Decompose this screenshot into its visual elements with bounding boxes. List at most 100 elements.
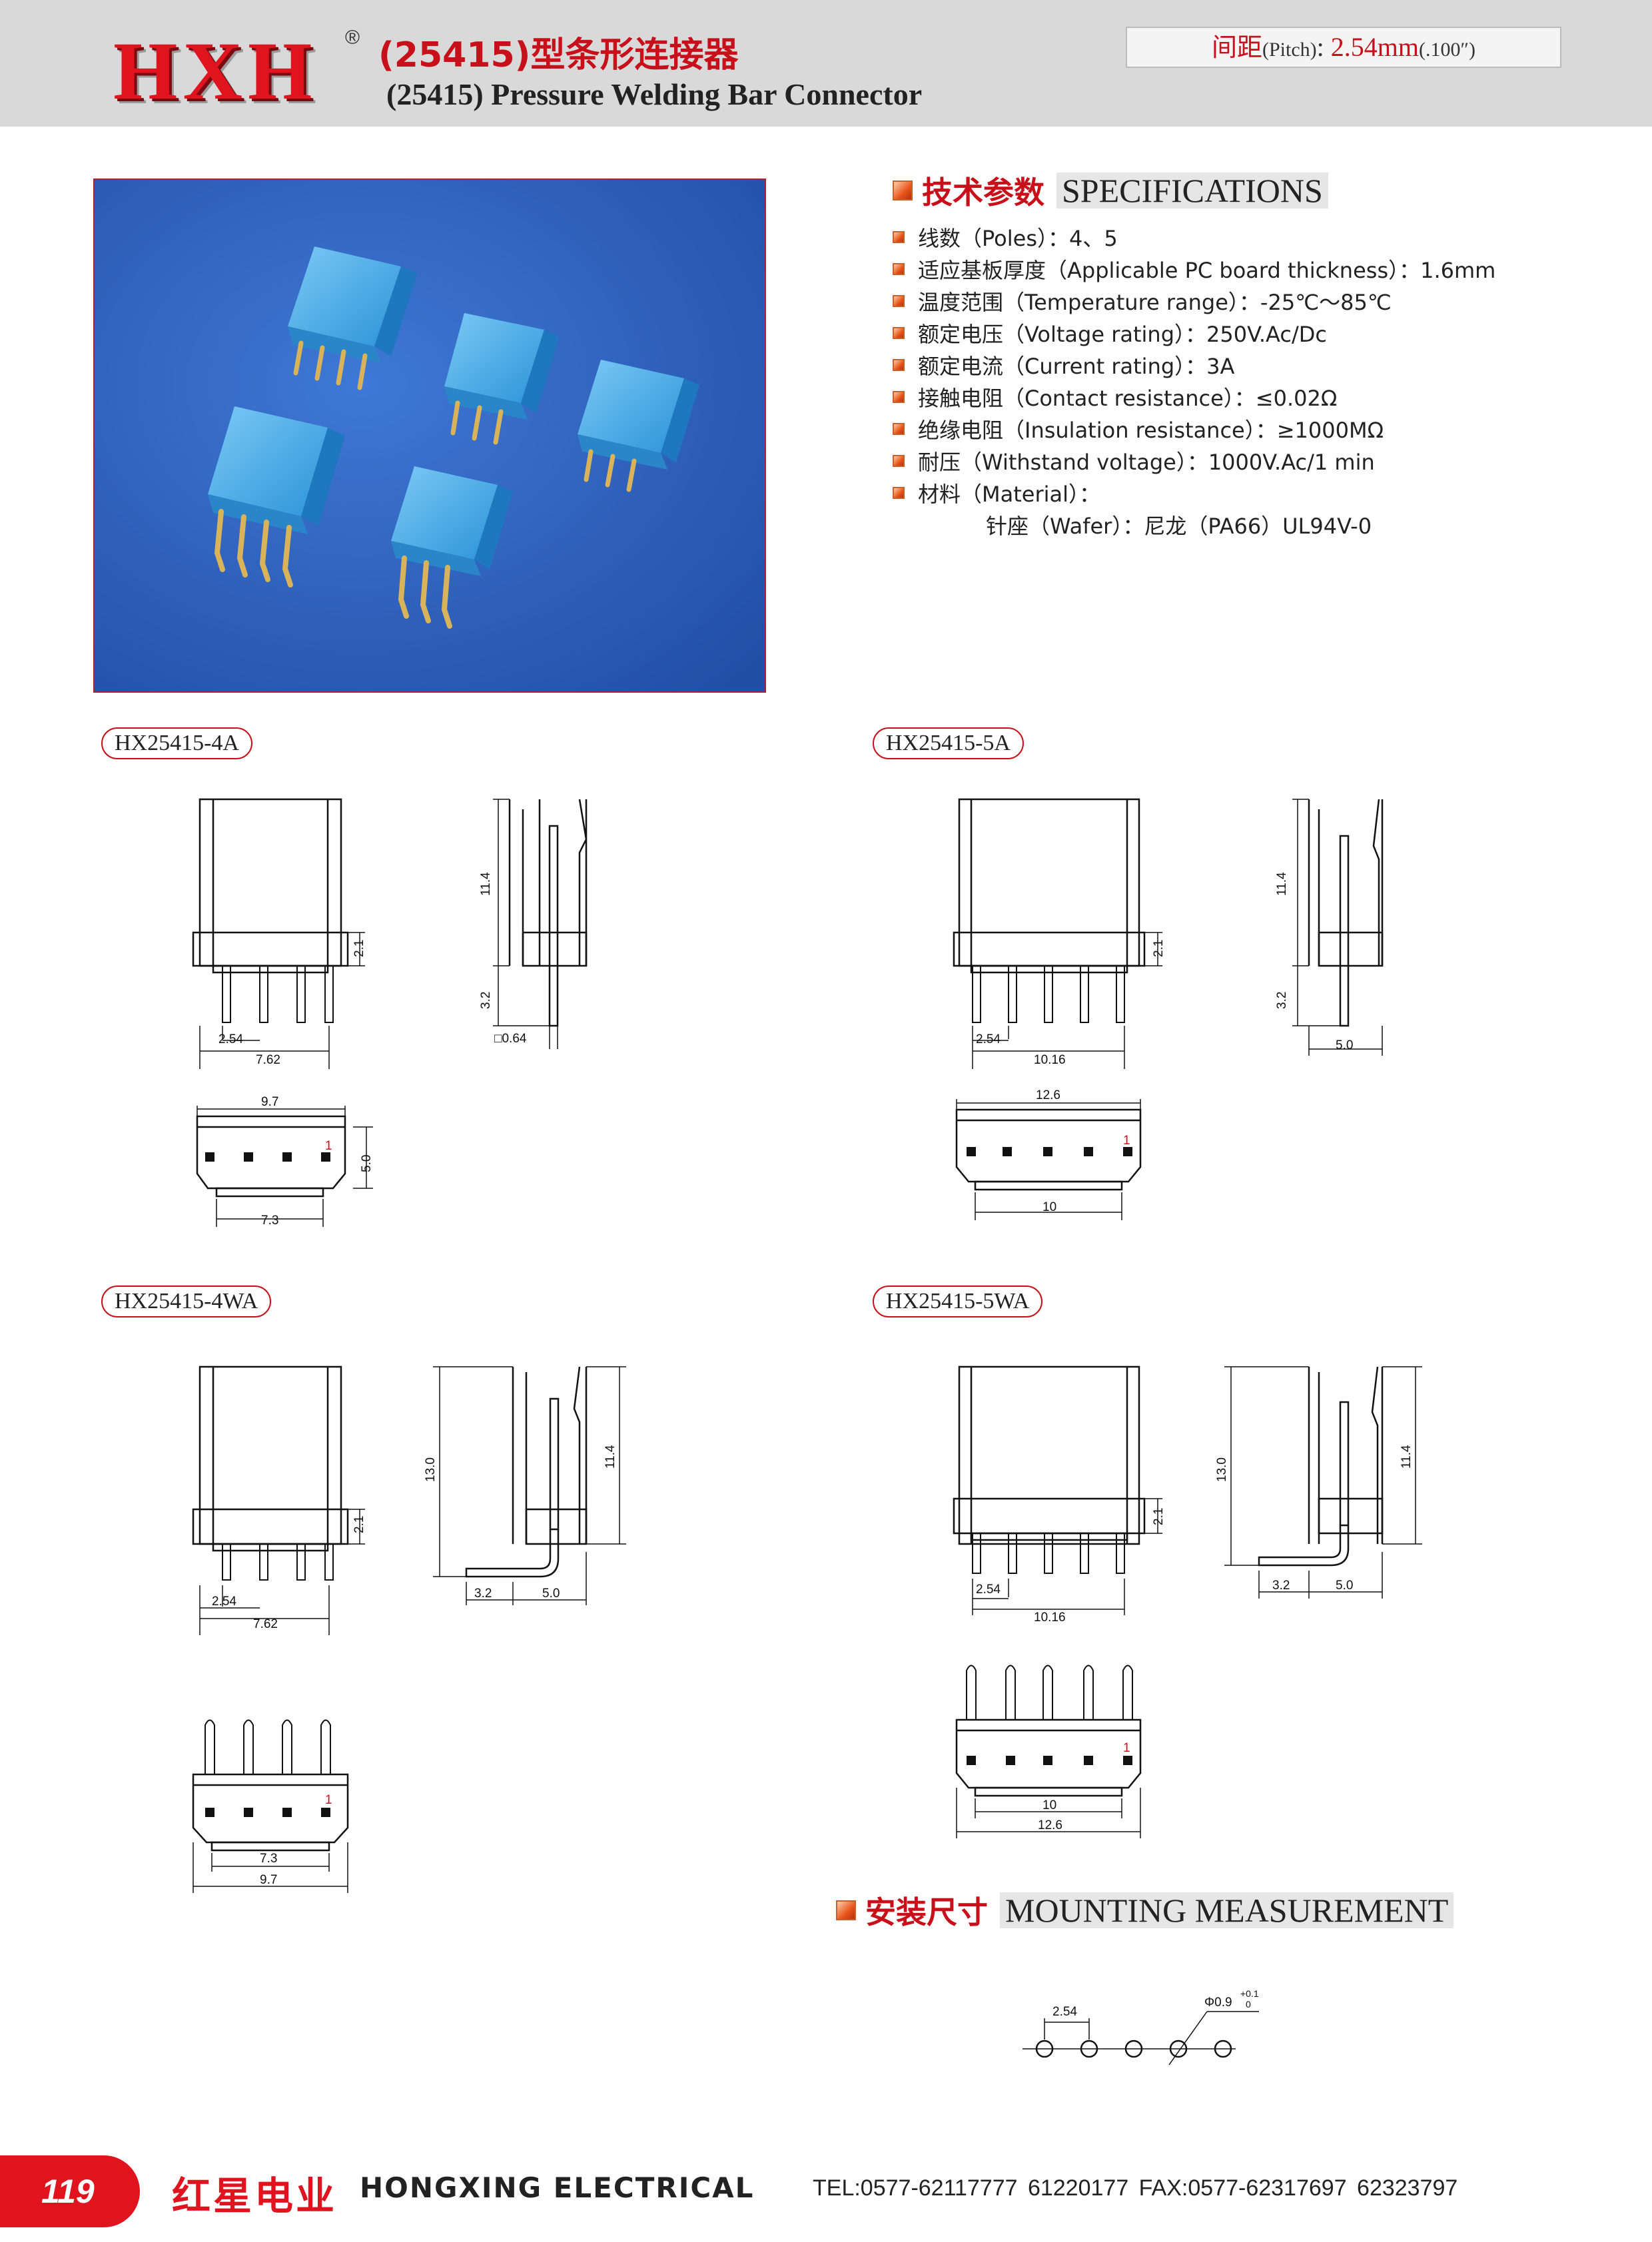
drawing-4wa-front	[192, 1365, 365, 1635]
dim-5a-width: 12.6	[1036, 1088, 1060, 1102]
dim-5wa-side-w: 5.0	[1336, 1579, 1353, 1593]
spec-text: 耐压（Withstand voltage）：1000V.Ac/1 min	[918, 450, 1375, 475]
bullet-icon	[893, 327, 905, 339]
spec-text: 接触电阻（Contact resistance）：≤0.02Ω	[918, 386, 1338, 411]
dim-5wa-width: 12.6	[1038, 1818, 1062, 1832]
dim-4wa-bottom: 7.3	[260, 1852, 277, 1866]
bullet-icon	[893, 231, 905, 243]
part-label-5a: HX25415-5A	[873, 727, 1024, 759]
dim-5wa-lead: 3.2	[1272, 1579, 1290, 1593]
mount-pitch-dim: 2.54	[1052, 2005, 1077, 2019]
dim-4a-h114: 11.4	[479, 872, 493, 896]
spec-item: 额定电压（Voltage rating）：250V.Ac/Dc	[893, 317, 1599, 349]
spec-item: 耐压（Withstand voltage）：1000V.Ac/1 min	[893, 445, 1599, 477]
specifications-heading-en: SPECIFICATIONS	[1056, 173, 1328, 208]
dim-5wa-span: 10.16	[1034, 1611, 1066, 1625]
dim-5wa-pin1: 1	[1123, 1741, 1130, 1755]
dim-5wa-bottom: 10	[1042, 1798, 1056, 1812]
pitch-value: 2.54mm	[1330, 32, 1420, 62]
dim-4a-pitch: 2.54	[218, 1032, 243, 1046]
drawing-4a-bottom	[196, 1106, 373, 1227]
bullet-icon	[893, 263, 905, 275]
page-title-en: (25415) Pressure Welding Bar Connector	[386, 77, 923, 111]
spec-item: 额定电流（Current rating）：3A	[893, 349, 1599, 381]
mounting-hole-pattern	[1023, 2011, 1259, 2065]
connector-photo-4	[208, 406, 345, 587]
brand-logo: HXH	[113, 25, 318, 117]
dim-4wa-span: 7.62	[253, 1617, 278, 1631]
pitch-colon: :	[1316, 32, 1324, 62]
dim-5a-h21: 2.1	[1152, 940, 1166, 957]
spec-text: 材料（Material）：	[918, 482, 1101, 507]
dim-4a-h32: 3.2	[479, 992, 493, 1009]
part-label-4a: HX25415-4A	[101, 727, 252, 759]
dim-5a-h114: 11.4	[1275, 872, 1289, 896]
dim-4wa-pitch: 2.54	[212, 1595, 236, 1609]
dim-4a-h21: 2.1	[352, 940, 366, 957]
dim-4wa-h114: 11.4	[604, 1445, 618, 1469]
connector-photo-3	[578, 360, 699, 492]
section-bullet-icon	[893, 181, 913, 200]
footer-brand-en: HONGXING ELECTRICAL	[360, 2171, 755, 2204]
spec-text: 绝缘电阻（Insulation resistance）：≥1000MΩ	[918, 418, 1384, 443]
drawing-5wa-front	[953, 1365, 1162, 1615]
spec-item: 线数（Poles）：4、5	[893, 221, 1599, 253]
drawing-5a-side	[1292, 799, 1384, 1056]
connector-photo-2	[444, 313, 560, 445]
dim-4a-depth: 5.0	[360, 1155, 374, 1172]
pitch-label-cn: 间距	[1211, 33, 1262, 62]
spec-text: 线数（Poles）：4、5	[918, 226, 1118, 251]
part-label-5wa: HX25415-5WA	[873, 1286, 1043, 1317]
header-bar: HXH ® (25415)型条形连接器 (25415) Pressure Wel…	[0, 0, 1652, 127]
mounting-heading-cn: 安装尺寸	[865, 1894, 988, 1930]
connector-photo-5	[391, 466, 513, 629]
section-bullet-icon	[836, 1900, 856, 1920]
dim-5wa-pitch: 2.54	[976, 1583, 1001, 1597]
dim-4a-pin1: 1	[325, 1139, 332, 1153]
dim-4a-span: 7.62	[256, 1053, 280, 1067]
spec-item: 温度范围（Temperature range）：-25℃～85℃	[893, 285, 1599, 317]
pitch-inch: (.100″)	[1419, 39, 1475, 61]
pitch-label-en: (Pitch)	[1262, 39, 1317, 61]
drawing-5a-front	[953, 798, 1162, 1069]
bullet-icon	[893, 487, 905, 499]
dim-5a-h32: 3.2	[1275, 992, 1289, 1009]
drawing-4wa-side	[433, 1366, 626, 1605]
dim-4a-pin: □0.64	[494, 1032, 527, 1046]
drawing-5wa-bottom	[955, 1665, 1142, 1838]
drawing-5wa-side	[1224, 1366, 1422, 1599]
mounting-heading-en: MOUNTING MEASUREMENT	[1000, 1892, 1454, 1928]
connector-photo-1	[288, 246, 418, 390]
spec-text: 额定电流（Current rating）：3A	[918, 354, 1235, 379]
dim-5a-bottom: 10	[1042, 1200, 1056, 1214]
bullet-icon	[893, 391, 905, 403]
bullet-icon	[893, 295, 905, 307]
bullet-icon	[893, 455, 905, 467]
mount-hole-tol-plus: +0.1	[1240, 1988, 1259, 1999]
mount-hole-dim: Φ0.9	[1204, 1996, 1232, 2010]
dim-4wa-h21: 2.1	[352, 1516, 366, 1533]
part-label-4wa: HX25415-4WA	[101, 1286, 272, 1317]
specifications-heading: 技术参数 SPECIFICATIONS	[893, 172, 1328, 210]
dim-5a-pitch: 2.54	[976, 1032, 1001, 1046]
dim-5wa-h21: 2.1	[1152, 1508, 1166, 1525]
dim-4wa-lead: 3.2	[474, 1587, 492, 1601]
page-title-cn: (25415)型条形连接器	[378, 35, 739, 75]
spec-item: 适应基板厚度（Applicable PC board thickness）：1.…	[893, 253, 1599, 285]
dim-5a-side-w: 5.0	[1336, 1038, 1353, 1052]
spec-item: 材料（Material）：	[893, 477, 1599, 509]
bullet-icon	[893, 423, 905, 435]
dim-4wa-width: 9.7	[260, 1873, 277, 1887]
drawing-4a-side	[493, 799, 588, 1049]
spec-text: 温度范围（Temperature range）：-25℃～85℃	[918, 290, 1392, 315]
product-photo	[93, 179, 766, 693]
dim-4wa-pin1: 1	[325, 1793, 332, 1807]
dim-5a-pin1: 1	[1123, 1134, 1130, 1148]
material-detail: 针座（Wafer）：尼龙（PA66）UL94V-0	[986, 514, 1372, 539]
registered-mark: ®	[345, 27, 360, 49]
bullet-icon	[893, 359, 905, 371]
spec-text: 适应基板厚度（Applicable PC board thickness）：1.…	[918, 258, 1496, 283]
drawing-4a-front	[192, 798, 365, 1069]
dim-4wa-h130: 13.0	[424, 1457, 438, 1482]
